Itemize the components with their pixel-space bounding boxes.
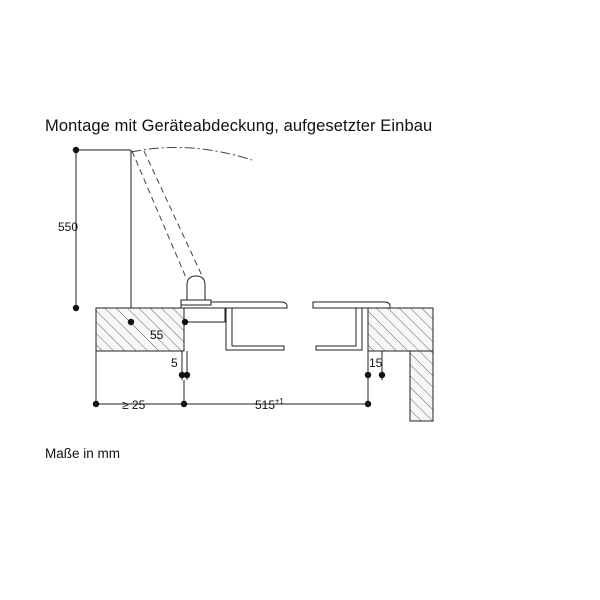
dim-dot (72, 304, 80, 312)
height-dimension (75, 149, 132, 308)
dim-dot (92, 400, 100, 408)
right-appliance-body (315, 308, 363, 351)
dim-dot (364, 400, 372, 408)
dim-dot (127, 318, 135, 326)
units-note: Maße in mm (45, 446, 121, 461)
bottom-dimension (95, 351, 369, 405)
dim-dot (181, 318, 189, 326)
hinge-bracket (180, 299, 212, 306)
cutout-width-label: 515±1 (255, 397, 284, 412)
min-distance-label: ≥ 25 (122, 398, 146, 412)
hinge-knob (186, 275, 206, 303)
lid-swing-arc (130, 147, 253, 161)
left-gap-label: 5 (171, 356, 178, 370)
height-label: 550 (58, 220, 78, 234)
dim-dot (72, 146, 80, 154)
right-countertop (367, 307, 434, 352)
dim-dot (183, 371, 191, 379)
hinge-clamp (188, 307, 226, 323)
dim-dot (180, 400, 188, 408)
dim-dot (378, 371, 386, 379)
left-countertop (95, 307, 185, 352)
dim-dot (364, 371, 372, 379)
right-gap-label: 15 (369, 356, 383, 370)
left-appliance-body (225, 308, 285, 351)
edge-inset-label: 55 (150, 328, 164, 342)
dim-dot (178, 371, 186, 379)
right-cabinet-panel (409, 350, 434, 422)
diagram-title: Montage mit Geräteabdeckung, aufgesetzte… (45, 117, 433, 135)
right-cooktop-plate (312, 301, 391, 309)
open-lid-outline (131, 150, 205, 281)
